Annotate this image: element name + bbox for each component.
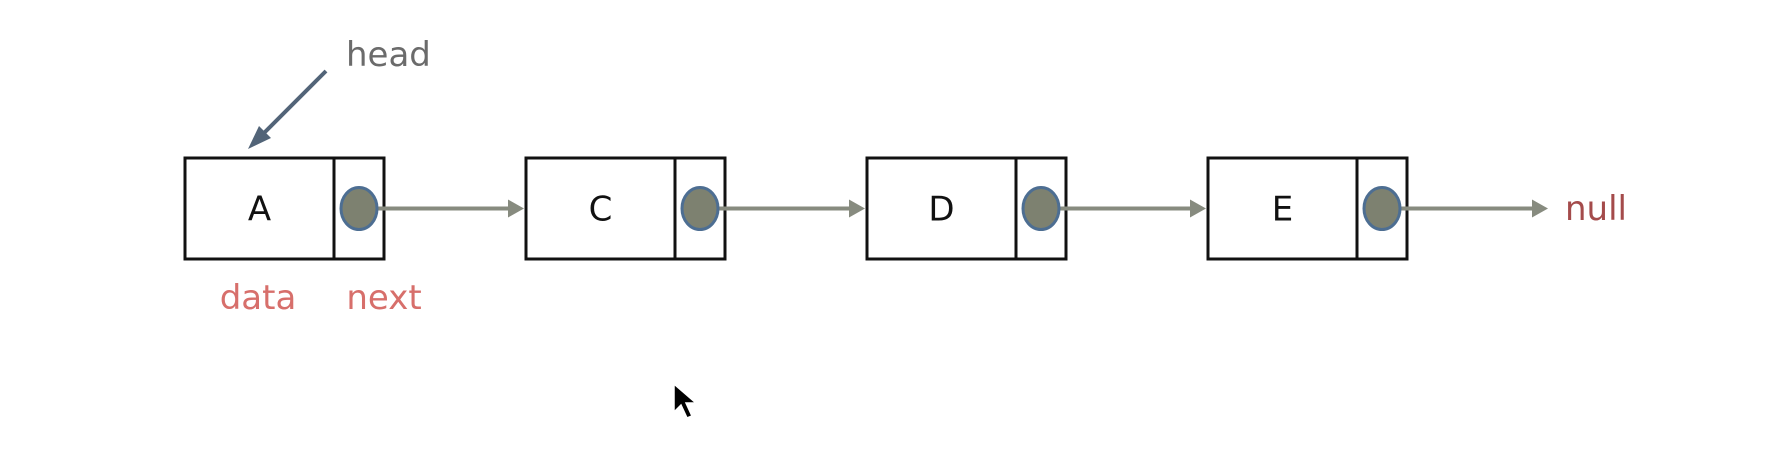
next-link-arrow xyxy=(718,199,865,218)
next-pointer-dot xyxy=(339,186,379,231)
next-pointer-dot xyxy=(1362,186,1402,231)
node-data-label: D xyxy=(928,190,954,230)
head-pointer: head xyxy=(248,35,431,149)
next-field-label: next xyxy=(346,278,421,318)
node-data-cell xyxy=(183,156,336,261)
field-labels: data next xyxy=(220,278,422,318)
list-node: A xyxy=(183,156,386,261)
links-layer xyxy=(339,186,1548,231)
mouse-cursor-icon xyxy=(673,382,699,419)
head-arrow xyxy=(260,69,328,137)
next-pointer-dot xyxy=(1021,186,1061,231)
list-node: C xyxy=(524,156,727,261)
node-data-label: C xyxy=(589,190,613,230)
node-data-cell xyxy=(865,156,1018,261)
next-link-arrow xyxy=(1400,199,1548,218)
next-link-arrow xyxy=(1059,199,1206,218)
next-link-arrow xyxy=(377,199,524,218)
node-data-cell xyxy=(1206,156,1359,261)
head-label: head xyxy=(346,35,431,75)
head-arrow-tip xyxy=(248,126,271,149)
list-node: D xyxy=(865,156,1068,261)
node-data-label: E xyxy=(1272,190,1293,230)
data-field-label: data xyxy=(220,278,297,318)
node-data-label: A xyxy=(248,190,271,230)
null-label: null xyxy=(1565,189,1627,229)
next-pointer-dot xyxy=(680,186,720,231)
